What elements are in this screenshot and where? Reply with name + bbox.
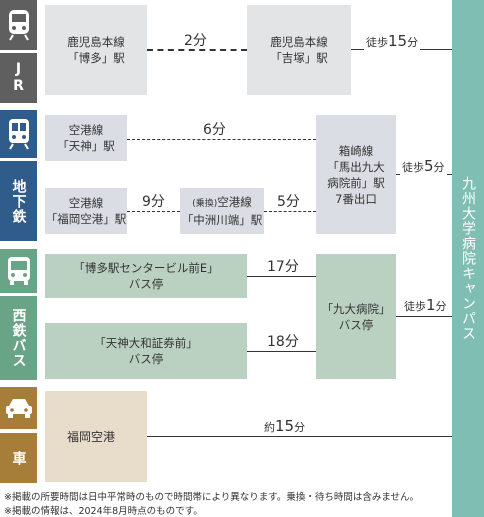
footnote-2: ※掲載の情報は、2024年8月時点のものです。 [4, 506, 203, 517]
bus-stop-hakata-name: 「博多駅センタービル前E」 [73, 261, 219, 275]
jr-ride-time: 2分 [181, 33, 210, 49]
bus-icon [0, 251, 37, 291]
magidashi-name-1: 「馬出九大 [327, 159, 385, 174]
yoshizuka-station-name: 「吉塚」駅 [270, 51, 328, 65]
bus-label-band: 西鉄バス [0, 296, 37, 380]
bus-stop-tenjin-name: 「天神大和証券前」 [94, 336, 198, 350]
bus-walk-time: 徒歩1分 [402, 296, 449, 314]
destination-name: 九州大学病院キャンパス [460, 176, 476, 341]
bus-stop-hakata-box: 「博多駅センタービル前E」 バス停 [45, 254, 247, 298]
destination-bar: 九州大学病院キャンパス [452, 0, 484, 517]
jr-ride-line [147, 49, 247, 51]
jr-label-band: JR [0, 53, 37, 103]
nakasu-station-name: 「中洲川端」駅 [181, 213, 263, 227]
nakasu-station-box: (乗換)空港線 「中洲川端」駅 [180, 188, 264, 234]
bus-stop-tenjin-box: 「天神大和証券前」 バス停 [45, 323, 247, 379]
bus-stop-kyudai-name: 「九大病院」 [321, 301, 391, 316]
subway-label: 地下鉄 [10, 178, 27, 224]
yoshizuka-line: 鹿児島本線 [270, 35, 328, 49]
car-icon [0, 388, 37, 428]
bus-ride-line-2 [247, 351, 316, 352]
tenjin-station-box: 空港線 「天神」駅 [45, 115, 127, 161]
hakata-station-box: 鹿児島本線 「博多」駅 [45, 5, 147, 95]
bus-walk-line [396, 316, 452, 317]
bus-ride-time-1: 17分 [264, 259, 302, 275]
car-origin-name: 福岡空港 [67, 429, 116, 444]
car-label: 車 [10, 450, 27, 466]
tenjin-station-name: 「天神」駅 [57, 139, 115, 153]
car-origin-box: 福岡空港 [45, 391, 147, 482]
bus-walk-prefix: 徒歩 [404, 300, 426, 313]
tenjin-line: 空港線 [68, 123, 104, 137]
bus-walk-num: 1 [426, 296, 436, 314]
car-time-prefix: 約 [264, 421, 275, 434]
bus-stop-tenjin-type: バス停 [128, 352, 164, 366]
airport-station-name: 「福岡空港」駅 [45, 212, 127, 226]
nakasu-ride-time: 5分 [274, 194, 303, 210]
bus-ride-line-1 [247, 276, 316, 277]
jr-walk-prefix: 徒歩 [366, 36, 388, 49]
train-icon [0, 4, 37, 46]
jr-walk-num: 15 [388, 32, 408, 50]
footnote-1: ※掲載の所要時間は日中平常時のもので時間帯により異なります。乗換・待ち時間は含み… [4, 492, 420, 503]
airport-line: 空港線 [68, 196, 104, 210]
car-label-band: 車 [0, 433, 37, 483]
bus-ride-time-2: 18分 [264, 334, 302, 350]
car-time-num: 15 [275, 417, 295, 435]
car-time: 約15分 [262, 417, 308, 435]
tenjin-ride-time: 6分 [200, 122, 229, 138]
subway-icon [0, 113, 37, 155]
magidashi-name-2: 病院前」駅 [327, 175, 385, 190]
magidashi-station-box: 箱崎線 「馬出九大 病院前」駅 7番出口 [316, 115, 396, 234]
nakasu-line: 空港線 [217, 195, 252, 209]
airport-ride-time: 9分 [139, 194, 168, 210]
jr-walk-unit: 分 [407, 36, 419, 49]
bus-stop-kyudai-type: バス停 [338, 317, 374, 332]
bus-label: 西鉄バス [10, 308, 27, 368]
car-route-line [147, 436, 452, 437]
bus-stop-kyudai-box: 「九大病院」 バス停 [316, 254, 396, 379]
hakata-line: 鹿児島本線 [67, 35, 125, 49]
subway-walk-prefix: 徒歩 [402, 161, 424, 174]
nakasu-ride-line [264, 211, 316, 212]
yoshizuka-station-box: 鹿児島本線 「吉塚」駅 [247, 5, 351, 95]
jr-walk-time: 徒歩15分 [364, 32, 421, 50]
nakasu-transfer-note: (乗換) [192, 199, 218, 209]
airport-ride-line [127, 211, 180, 212]
bus-walk-unit: 分 [435, 300, 447, 313]
nakasu-line-row: (乗換)空港線 [192, 194, 252, 212]
subway-walk-time: 徒歩5分 [400, 157, 447, 175]
bus-stop-hakata-type: バス停 [128, 277, 164, 291]
subway-walk-unit: 分 [433, 161, 445, 174]
subway-walk-num: 5 [424, 157, 434, 175]
car-time-unit: 分 [294, 421, 306, 434]
tenjin-ride-line [127, 139, 316, 140]
subway-label-band: 地下鉄 [0, 161, 37, 241]
hakata-station-name: 「博多」駅 [67, 51, 125, 65]
airport-station-box: 空港線 「福岡空港」駅 [45, 188, 127, 234]
magidashi-line: 箱崎線 [338, 143, 374, 158]
jr-label: JR [10, 61, 27, 95]
magidashi-exit: 7番出口 [335, 191, 377, 206]
